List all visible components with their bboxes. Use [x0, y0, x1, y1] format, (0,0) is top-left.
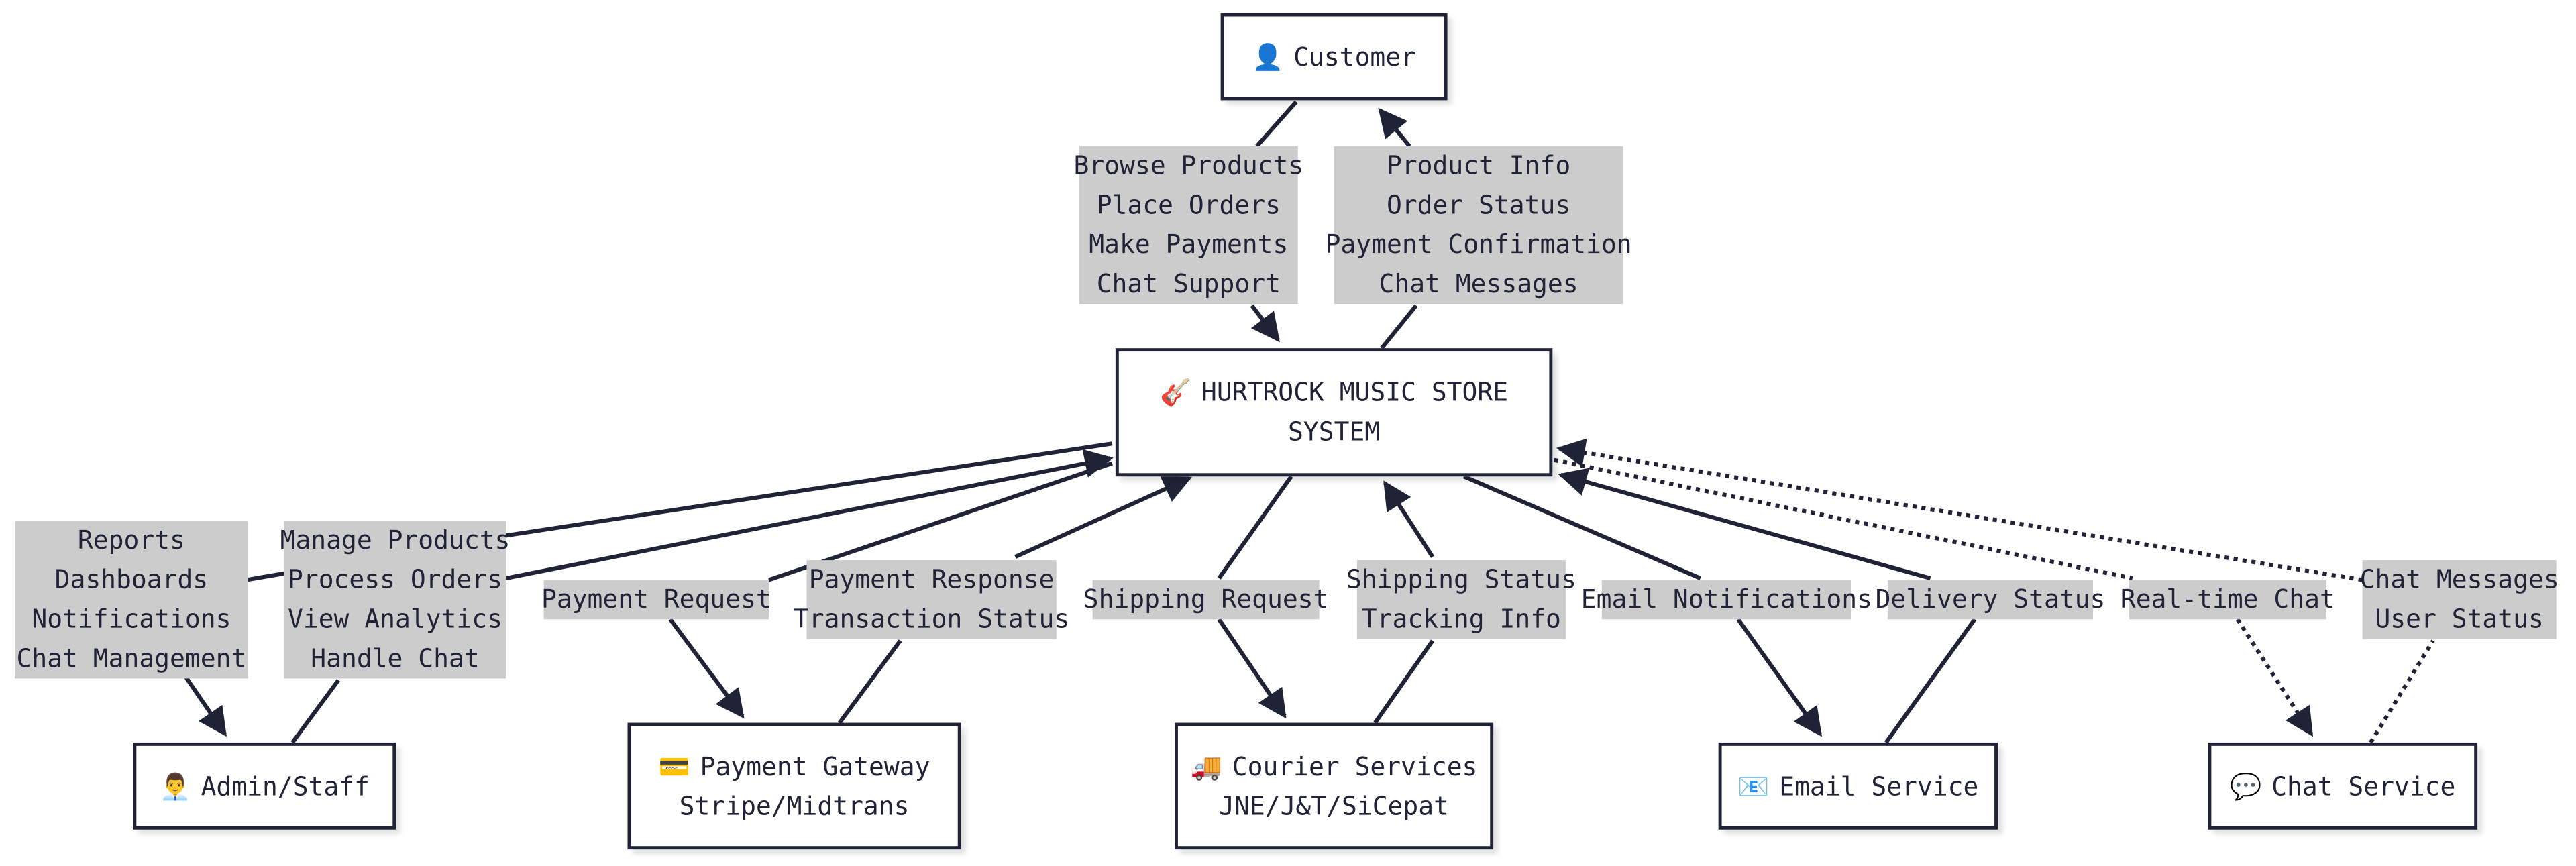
- chat-label: Chat Service: [2271, 771, 2456, 801]
- edge-system-to-email: [1462, 474, 1820, 734]
- payment-node[interactable]: 💳 Payment Gateway Stripe/Midtrans: [627, 722, 961, 850]
- edge-system-to-courier: [1217, 475, 1291, 716]
- edge-customer-to-system: [1252, 100, 1296, 340]
- courier-label-line1: Courier Services: [1232, 751, 1478, 781]
- customer-node[interactable]: 👤 Customer: [1220, 13, 1448, 101]
- email-label: Email Service: [1779, 771, 1979, 801]
- courier-label-line2: JNE/J&T/SiCepat: [1219, 791, 1449, 821]
- edge-courier-to-system: [1375, 483, 1435, 724]
- system-label-line1: HURTROCK MUSIC STORE: [1201, 378, 1509, 408]
- system-node[interactable]: 🎸 HURTROCK MUSIC STORE SYSTEM: [1115, 348, 1553, 477]
- truck-icon: 🚚: [1190, 751, 1223, 781]
- courier-node[interactable]: 🚚 Courier Services JNE/J&T/SiCepat: [1175, 722, 1494, 850]
- payment-label-line2: Stripe/Midtrans: [679, 791, 910, 821]
- person-icon: 👤: [1252, 42, 1284, 72]
- email-icon: 📧: [1737, 771, 1770, 801]
- edge-email-to-system: [1561, 475, 1977, 744]
- edge-label-system-to-payment: Payment Request: [541, 580, 771, 620]
- admin-label: Admin/Staff: [201, 771, 370, 801]
- edge-system-to-customer: [1380, 110, 1418, 350]
- edge-admin-to-system: [290, 458, 1111, 744]
- edge-label-system-to-courier: Shipping Request: [1083, 580, 1328, 620]
- credit-card-icon: 💳: [658, 751, 690, 781]
- email-node[interactable]: 📧 Email Service: [1718, 742, 1998, 830]
- edge-label-email-to-system: Delivery Status: [1876, 580, 2105, 620]
- edge-label-system-to-email: Email Notifications: [1581, 580, 1872, 620]
- edge-payment-to-system: [837, 478, 1189, 724]
- edge-label-system-to-chat: Real-time Chat: [2121, 580, 2335, 620]
- guitar-icon: 🎸: [1160, 378, 1192, 408]
- edge-chat-to-system: [1559, 449, 2435, 744]
- office-worker-icon: 👨‍💼: [159, 771, 191, 801]
- chat-node[interactable]: 💬 Chat Service: [2208, 742, 2478, 830]
- payment-label-line1: Payment Gateway: [700, 751, 930, 781]
- admin-node[interactable]: 👨‍💼 Admin/Staff: [133, 742, 396, 830]
- speech-bubble-icon: 💬: [2230, 771, 2262, 801]
- customer-label: Customer: [1293, 42, 1416, 72]
- edge-system-to-chat: [1554, 457, 2312, 735]
- system-label-line2: SYSTEM: [1288, 417, 1381, 447]
